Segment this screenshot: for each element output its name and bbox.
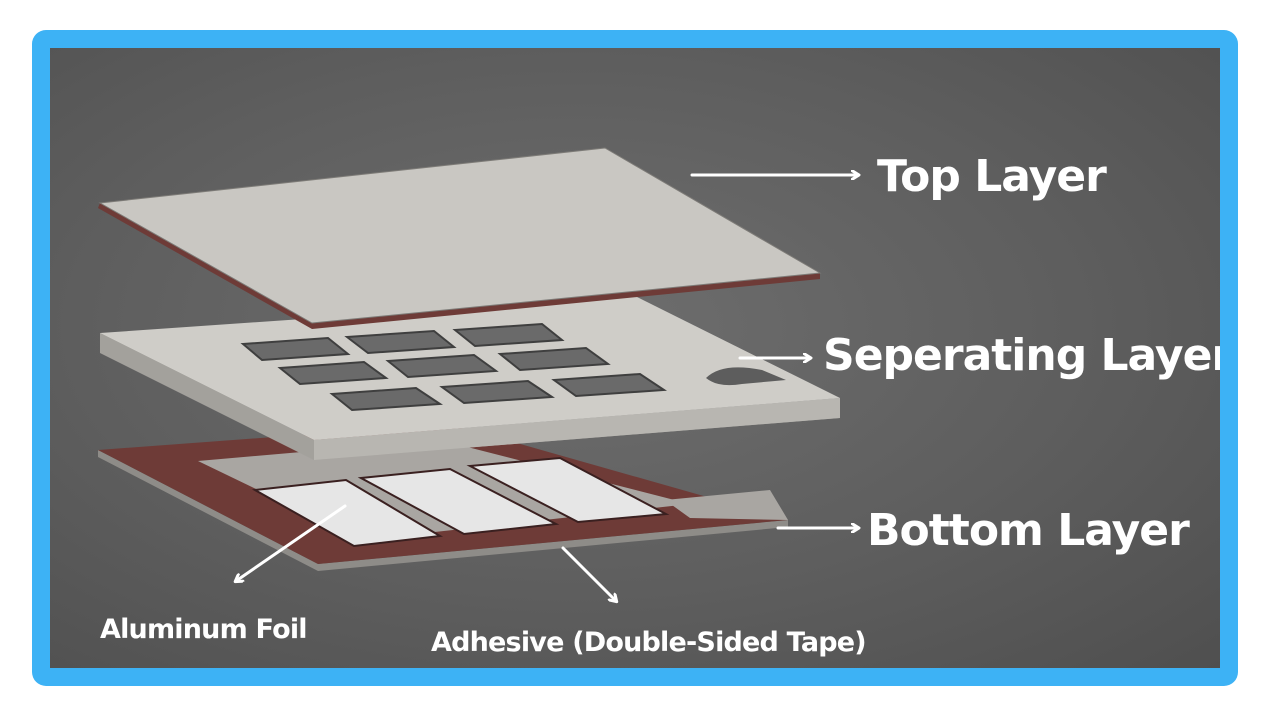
label-aluminum-foil: Aluminum Foil [100,614,307,645]
exploded-layer-diagram: Top Layer Seperating Layer Bottom Layer … [50,48,1220,668]
label-separating-layer: Seperating Layer [823,330,1220,381]
label-adhesive: Adhesive (Double-Sided Tape) [431,627,866,658]
label-bottom-layer: Bottom Layer [867,505,1190,556]
label-top-layer: Top Layer [877,151,1107,202]
diagram-canvas: Top Layer Seperating Layer Bottom Layer … [50,48,1220,668]
diagram-frame: Top Layer Seperating Layer Bottom Layer … [32,30,1238,686]
separating-layer [100,296,840,460]
arrow-adhesive [563,548,616,601]
